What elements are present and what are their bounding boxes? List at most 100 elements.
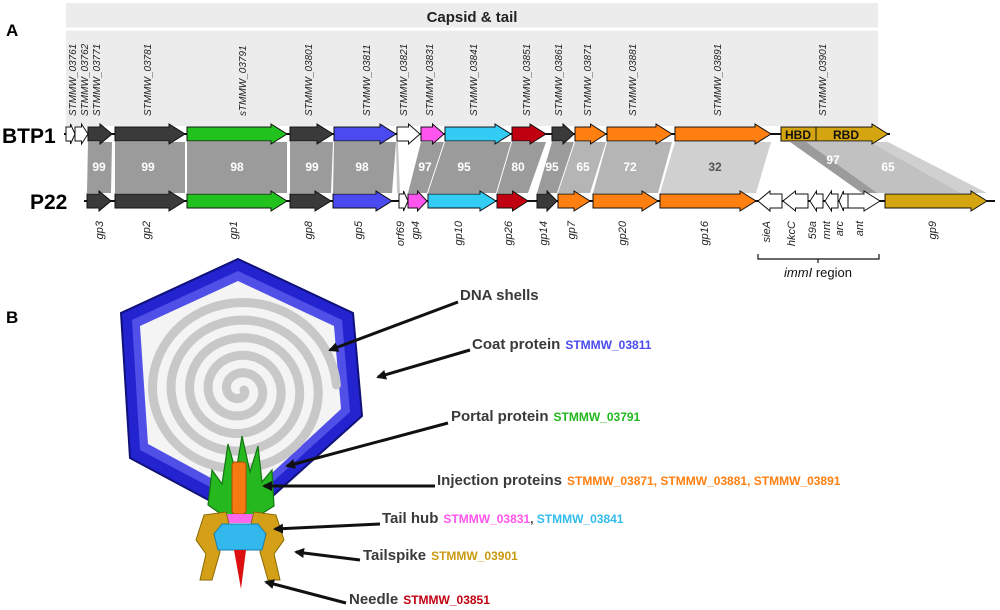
- genome-label-p22: P22: [30, 191, 67, 214]
- gene-arrow: [496, 190, 529, 212]
- identity-percent: 98: [355, 160, 369, 174]
- btp1-gene-label: STMMW_03861: [554, 44, 565, 116]
- callout-gene-id: STMMW_03791: [554, 410, 641, 424]
- callout-label: DNA shells: [460, 287, 539, 304]
- gene-arrow: [809, 189, 824, 213]
- capsid-tail-background: [66, 3, 878, 126]
- homology-band: [408, 142, 444, 193]
- homology-band: [660, 142, 771, 193]
- homology-shading: [87, 142, 987, 193]
- gene-arrow: [847, 190, 881, 212]
- immi-region-bracket: [757, 254, 880, 263]
- identity-percent: 97: [418, 160, 432, 174]
- gene-arrow: [592, 190, 659, 212]
- gene-arrow: [511, 123, 547, 145]
- gene-arrow: [186, 190, 288, 212]
- gene-arrow: [289, 123, 334, 145]
- identity-percent: 65: [576, 160, 590, 174]
- dna-spiral: [147, 298, 341, 474]
- injection-protein-core: [231, 461, 247, 515]
- homology-band: [333, 142, 396, 193]
- capsid-tail-header: Capsid & tail: [427, 9, 518, 26]
- identity-percent: 65: [881, 160, 895, 174]
- callout-name: Tailspike: [363, 547, 426, 564]
- homology-band: [537, 142, 574, 193]
- gene-arrow: [557, 190, 591, 212]
- homology-band: [187, 142, 287, 193]
- p22-gene-label: gp1: [228, 221, 240, 239]
- p22-gene-label: ant: [854, 220, 866, 236]
- btp1-gene-label: STMMW_03881: [628, 44, 639, 116]
- identity-percent: 95: [457, 160, 471, 174]
- callout-arrow: [285, 421, 449, 469]
- btp1-gene-label: sTMMW_03791: [238, 45, 249, 116]
- gene-arrow: [838, 190, 849, 212]
- btp1-gene-label: STMMW_03801: [304, 44, 315, 116]
- callout-gene-id: STMMW_03871, STMMW_03881, STMMW_03891: [567, 474, 841, 488]
- tail-hub-body: [213, 523, 267, 551]
- immi-region-label: immI region: [784, 265, 852, 280]
- p22-gene-label: sieA: [761, 221, 773, 242]
- p22-gene-label: hkcC: [786, 221, 798, 246]
- callout-name: DNA shells: [460, 287, 539, 304]
- homology-band: [115, 142, 185, 193]
- homology-band: [497, 142, 546, 193]
- p22-gene-label: gp4: [410, 221, 422, 239]
- p22-gene-label: 59a: [807, 221, 819, 239]
- p22-gene-label: gp3: [94, 220, 106, 239]
- tail-hub-ring: [220, 514, 260, 523]
- gene-arrow: [420, 122, 445, 146]
- callout-name: Injection proteins: [437, 472, 562, 489]
- callout-gene-id: ,: [530, 512, 537, 526]
- btp1-gene-label: STMMW_03761: [68, 44, 79, 116]
- homology-band: [396, 142, 400, 193]
- callout-label: Injection proteins STMMW_03871, STMMW_038…: [437, 472, 841, 489]
- p22-gene-label: gp2: [141, 221, 153, 239]
- callout-name: Portal protein: [451, 408, 549, 425]
- gene-arrow: [606, 123, 673, 145]
- homology-band: [428, 142, 511, 193]
- gene-arrow: [114, 123, 186, 145]
- p22-gene-label: gp9: [927, 221, 939, 239]
- gene-arrow: [74, 122, 89, 146]
- gene-arrow: [398, 190, 409, 212]
- callout-gene-id: STMMW_03901: [431, 549, 518, 563]
- p22-gene-label: mnt: [821, 220, 833, 239]
- identity-percent: 97: [826, 153, 840, 167]
- callout-name: Coat protein: [472, 336, 560, 353]
- p22-gene-label: gp14: [538, 221, 550, 245]
- panel-a-letter: A: [6, 21, 18, 40]
- gene-arrow: [396, 122, 421, 146]
- callout-name: Needle: [349, 591, 398, 608]
- btp1-gene-label: STMMW_03891: [713, 44, 724, 116]
- identity-percent: 99: [141, 160, 155, 174]
- btp1-gene-label: STMMW_03781: [143, 44, 154, 116]
- gene-arrow: [884, 190, 988, 212]
- btp1-gene-label: STMMW_03821: [399, 44, 410, 116]
- homology-band: [290, 142, 333, 193]
- homology-band: [806, 142, 987, 193]
- callout-arrow: [328, 300, 459, 352]
- gene-arrow: [536, 189, 558, 213]
- gene-arrows: [65, 122, 988, 213]
- gene-arrow: [674, 123, 772, 145]
- gene-arrow: [824, 189, 839, 213]
- callout-arrow: [376, 348, 471, 380]
- callout-gene-id: STMMW_03811: [565, 338, 651, 352]
- p22-gene-label: orf69: [395, 221, 407, 246]
- identity-percent: 32: [708, 160, 722, 174]
- callout-gene-id: STMMW_03841: [537, 512, 624, 526]
- gene-arrow: [659, 190, 757, 212]
- gene-arrow: [444, 123, 512, 145]
- homology-band: [593, 142, 672, 193]
- btp1-gene-label: STMMW_03901: [818, 44, 829, 116]
- identity-percent: 99: [305, 160, 319, 174]
- p22-gene-label: gp16: [699, 220, 711, 245]
- p22-gene-label: gp8: [303, 220, 315, 239]
- gene-arrow: [551, 122, 575, 146]
